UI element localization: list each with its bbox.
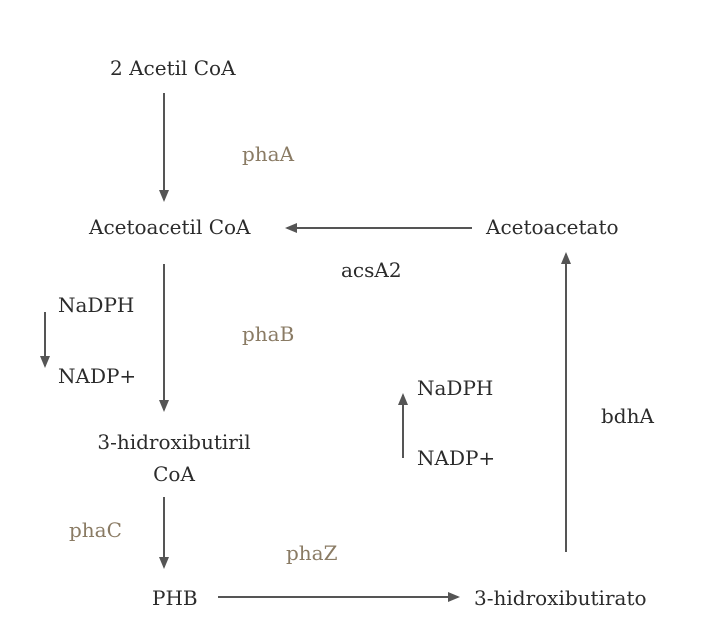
enzyme-phaZ: phaZ <box>286 541 338 565</box>
enzyme-bdhA: bdhA <box>601 404 654 428</box>
metabolite-hidroxibutiril-coa-line2: CoA <box>153 462 195 486</box>
cofactor-right-bottom: NADP+ <box>417 446 496 470</box>
cofactor-right-top: NaDPH <box>417 376 494 400</box>
metabolite-phb: PHB <box>152 586 198 610</box>
metabolite-acetil-coa: 2 Acetil CoA <box>110 56 236 80</box>
metabolite-hidroxibutirato: 3-hidroxibutirato <box>474 586 647 610</box>
enzyme-phaB: phaB <box>242 322 295 346</box>
metabolite-hidroxibutiril-coa: 3-hidroxibutiril CoA <box>84 430 264 486</box>
metabolite-acetoacetil-coa: Acetoacetil CoA <box>89 215 251 239</box>
metabolite-hidroxibutiril-coa-line1: 3-hidroxibutiril <box>97 430 251 454</box>
enzyme-phaA: phaA <box>242 142 295 166</box>
cofactor-left-top: NaDPH <box>58 293 135 317</box>
enzyme-acsA2: acsA2 <box>341 258 402 282</box>
enzyme-phaC: phaC <box>69 518 122 542</box>
metabolite-acetoacetato: Acetoacetato <box>486 215 619 239</box>
cofactor-left-bottom: NADP+ <box>58 364 137 388</box>
